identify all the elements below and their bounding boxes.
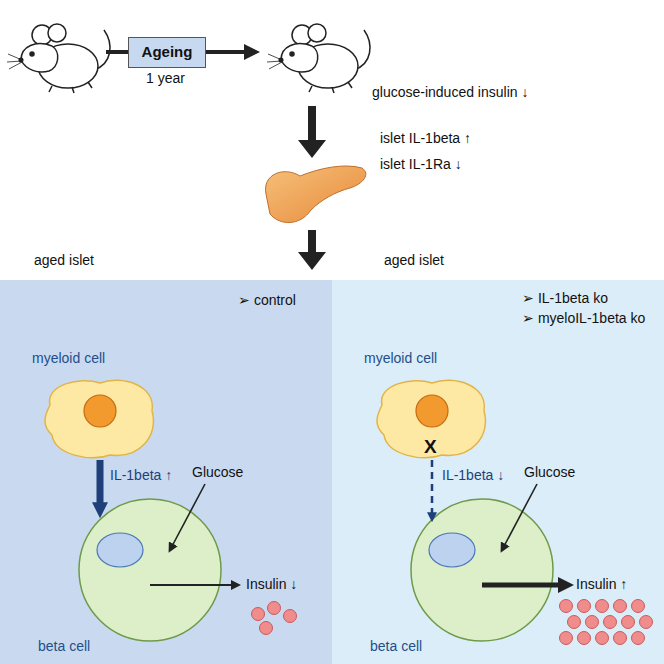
insulin-granule	[560, 632, 573, 645]
output-label: Insulin ↑	[576, 576, 627, 593]
insulin-granule	[578, 632, 591, 645]
insulin-granule	[568, 616, 581, 629]
insulin-granule	[586, 616, 599, 629]
insulin-granule	[252, 608, 265, 621]
signal-arrow	[97, 460, 104, 508]
cell-outline	[410, 498, 554, 642]
insulin-granule	[632, 632, 645, 645]
condition-label: ➢ control	[238, 292, 296, 309]
insulin-arrow	[482, 583, 566, 588]
glucose-arrow	[502, 484, 537, 550]
cell-outline	[78, 498, 222, 642]
edge-label: IL-1beta ↓	[442, 467, 504, 484]
insulin-granule	[284, 610, 297, 623]
output-label: Insulin ↓	[246, 576, 297, 593]
insulin-granule	[260, 622, 273, 635]
result-note: glucose-induced insulin ↓	[372, 84, 528, 101]
section-label: aged islet	[34, 252, 94, 269]
cell-outline	[40, 375, 160, 460]
node-label: myeloid cell	[32, 350, 105, 367]
myeloid-cell: myeloid cell	[40, 375, 160, 460]
insulin-granule	[622, 616, 635, 629]
down-arrow	[298, 230, 326, 270]
signal-arrow	[431, 460, 434, 515]
insulin-granules	[252, 600, 653, 645]
cell-membrane	[411, 499, 553, 641]
node-label: beta cell	[370, 638, 422, 655]
insulin-granule	[614, 600, 627, 613]
node-label: myeloid cell	[364, 350, 437, 367]
nucleus	[429, 533, 475, 567]
insulin-granule	[596, 600, 609, 613]
aged-mouse	[267, 24, 370, 93]
insulin-granule	[632, 600, 645, 613]
insulin-granule	[268, 602, 281, 615]
cytoplasm	[45, 380, 153, 457]
input-label: Glucose	[192, 464, 243, 481]
insulin-arrow	[150, 584, 238, 586]
nucleus	[84, 395, 116, 427]
condition-label: ➢ myeloIL-1beta ko	[522, 310, 645, 327]
cell-membrane	[79, 499, 221, 641]
insulin-granule	[604, 616, 617, 629]
insulin-granule	[640, 616, 653, 629]
section-label: aged islet	[384, 252, 444, 269]
beta-cell: beta cell	[78, 498, 222, 642]
pancreas-figure	[266, 166, 366, 223]
knockout-mark: X	[424, 436, 437, 459]
islet-note: islet IL-1beta ↑	[380, 130, 471, 147]
insulin-granule	[560, 600, 573, 613]
condition-label: ➢ IL-1beta ko	[522, 290, 608, 307]
input-label: Glucose	[524, 464, 575, 481]
edge-label: IL-1beta ↑	[110, 467, 172, 484]
beta-cell: beta cell	[410, 498, 554, 642]
node-label: beta cell	[38, 638, 90, 655]
nucleus	[97, 533, 143, 567]
down-arrow	[298, 106, 326, 158]
insulin-granule	[596, 632, 609, 645]
nucleus	[416, 395, 448, 427]
insulin-granule	[578, 600, 591, 613]
insulin-granule	[614, 632, 627, 645]
process-box: Ageing	[128, 37, 206, 68]
glucose-arrow	[170, 484, 205, 550]
islet-note: islet IL-1Ra ↓	[380, 156, 462, 173]
time-label: 1 year	[146, 70, 185, 87]
young-mouse	[7, 24, 110, 93]
ageing-arrow	[106, 50, 252, 54]
node-label: Ageing	[141, 43, 193, 61]
